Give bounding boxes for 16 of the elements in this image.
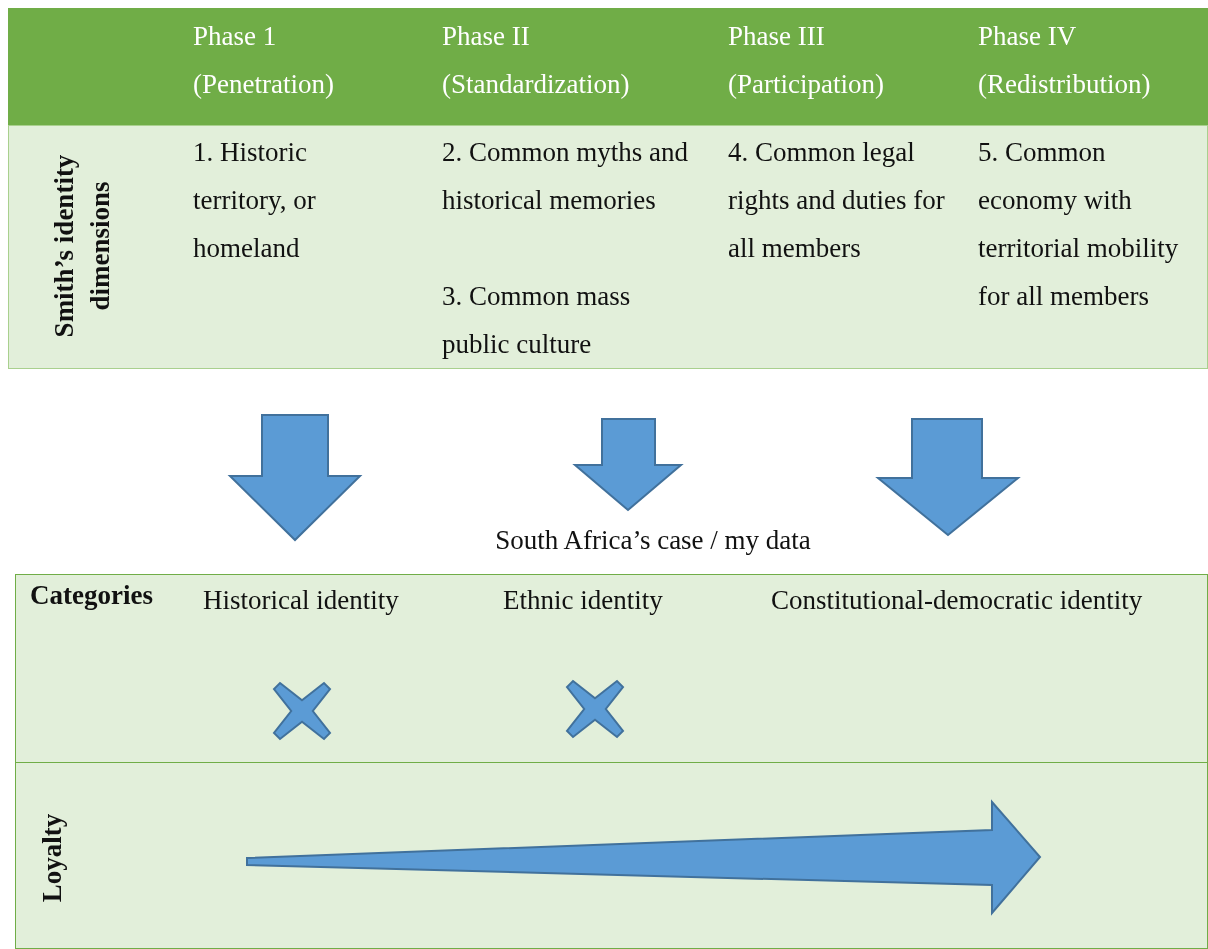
dimension-text: 2. Common myths and historical memories (442, 136, 689, 217)
dimension-text: 1. Historic territory, or homeland (193, 136, 317, 265)
category-text: Ethnic identity (503, 584, 664, 617)
row-heading: Categories (30, 579, 154, 612)
phase-heading: Phase II (Standardization) (442, 20, 631, 101)
caption-text: South Africa’s case / my data (494, 524, 812, 557)
row-heading: Smith’s identity dimensions (48, 153, 116, 340)
category-text: Constitutional-democratic identity (771, 584, 1144, 617)
phase-heading: Phase 1 (Penetration) (193, 20, 335, 101)
category-text: Historical identity (203, 584, 400, 617)
row-heading: Loyalty (36, 812, 68, 905)
dimension-text: 3. Common mass public culture (442, 280, 632, 361)
dimension-text: 5. Common economy with territorial mobility for all members (978, 136, 1180, 313)
phase-heading: Phase III (Participation) (728, 20, 885, 101)
phase-heading: Phase IV (Redistribution) (978, 20, 1152, 101)
dimension-text: 4. Common legal rights and duties for all members (728, 136, 946, 265)
